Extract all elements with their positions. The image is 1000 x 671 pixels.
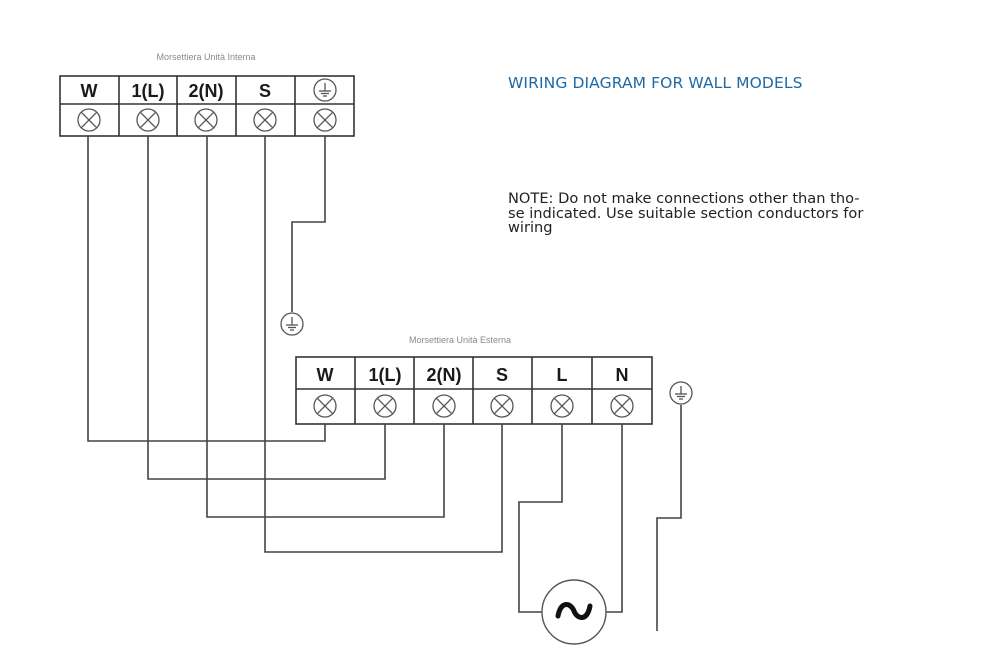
- outdoor-terminal-1l: 1(L): [369, 365, 402, 385]
- outdoor-terminal-n: N: [616, 365, 629, 385]
- outdoor-terminal-w: W: [317, 365, 334, 385]
- terminal-screw-icon: [490, 394, 514, 418]
- outdoor-block-label: Morsettiera Unità Esterna: [409, 335, 511, 345]
- indoor-terminal-w: W: [81, 81, 98, 101]
- terminal-screw-icon: [194, 108, 218, 132]
- note-line: NOTE: Do not make connections other than…: [508, 190, 860, 207]
- earth-ground-icon: [280, 312, 304, 336]
- wire-1l: [147, 136, 386, 480]
- wire-l-supply: [518, 424, 563, 613]
- terminal-screw-icon: [313, 108, 337, 132]
- terminal-screw-icon: [432, 394, 456, 418]
- earth-ground-icon: [669, 381, 693, 405]
- outdoor-terminal-2n: 2(N): [427, 365, 462, 385]
- terminal-screw-icon: [313, 394, 337, 418]
- outdoor-terminal-s: S: [496, 365, 508, 385]
- wire-2n: [206, 136, 445, 518]
- wires: [87, 136, 693, 631]
- terminal-screw-icon: [610, 394, 634, 418]
- outdoor-block-frame: [295, 356, 653, 425]
- outdoor-terminal-block: Morsettiera Unità Esterna W 1(L) 2(N) S …: [295, 335, 653, 425]
- outdoor-terminal-l: L: [557, 365, 568, 385]
- wire-n-supply: [606, 424, 623, 613]
- note-line: se indicated. Use suitable section condu…: [508, 204, 864, 222]
- wire-s: [264, 136, 503, 553]
- terminal-screw-icon: [550, 394, 574, 418]
- ac-source-icon: [541, 579, 607, 645]
- terminal-screw-icon: [136, 108, 160, 132]
- indoor-terminal-block: Morsettiera Unità Interna W 1(L) 2(N) S: [59, 52, 355, 137]
- note-line: wiring: [508, 219, 553, 236]
- indoor-terminal-1l: 1(L): [132, 81, 165, 101]
- indoor-earth-icon: [313, 78, 337, 102]
- terminal-screw-icon: [373, 394, 397, 418]
- diagram-title: WIRING DIAGRAM FOR WALL MODELS: [508, 74, 803, 92]
- wire-indoor-earth: [291, 136, 326, 312]
- terminal-screw-icon: [77, 108, 101, 132]
- terminal-screw-icon: [253, 108, 277, 132]
- indoor-block-label: Morsettiera Unità Interna: [156, 52, 255, 62]
- wire-outdoor-earth: [656, 405, 682, 631]
- indoor-terminal-2n: 2(N): [189, 81, 224, 101]
- indoor-terminal-s: S: [259, 81, 271, 101]
- wiring-note: NOTE: Do not make connections other than…: [508, 190, 958, 236]
